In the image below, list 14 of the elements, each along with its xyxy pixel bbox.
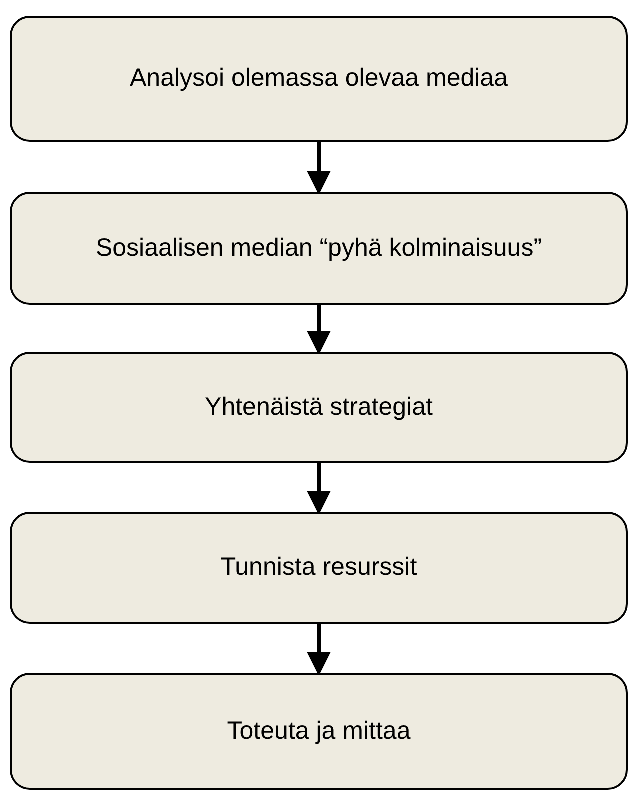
process-box [10,673,628,790]
step-label: Yhtenäistä strategiat [205,392,433,423]
arrow [307,624,331,676]
arrow [307,305,331,355]
process-box [10,16,628,142]
step-label: Analysoi olemassa olevaa mediaa [130,63,508,94]
step-label: Tunnista resurssit [220,552,418,584]
arrow [307,463,331,515]
process-box [10,192,628,305]
step-label: Sosiaalisen median “pyhä kolminaisuus” [96,232,542,264]
step-label: Toteuta ja mittaa [227,716,411,747]
process-box [10,512,628,624]
process-box [10,352,628,463]
arrow [307,142,331,195]
